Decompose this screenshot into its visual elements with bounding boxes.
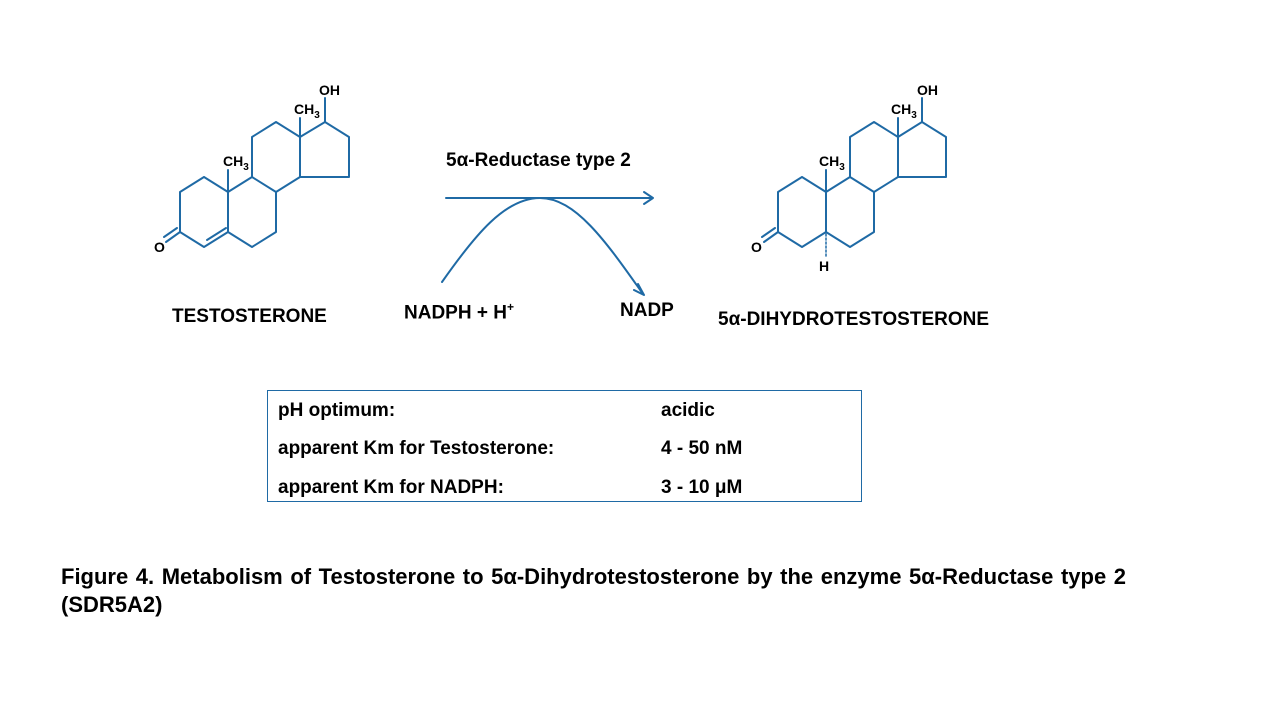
dht-h-label: H xyxy=(819,258,830,274)
property-value: 3 - 10 μM xyxy=(661,477,743,498)
property-row: apparent Km for Testosterone: 4 - 50 nM xyxy=(278,438,858,460)
ring-d xyxy=(897,121,947,178)
substrate-name: TESTOSTERONE xyxy=(172,306,327,327)
property-value: acidic xyxy=(661,400,715,421)
ring-a xyxy=(777,176,827,248)
ring-b xyxy=(825,176,875,248)
ring-b xyxy=(227,176,277,248)
property-label: apparent Km for NADPH: xyxy=(278,477,504,498)
ring-d xyxy=(299,121,350,178)
ketone-bond xyxy=(763,231,779,243)
cofactor-arc-head xyxy=(633,283,645,296)
enzyme-properties-box: pH optimum: acidic apparent Km for Testo… xyxy=(267,390,862,502)
cofactor-out-label: NADP xyxy=(620,300,674,321)
ketone-bond xyxy=(165,231,181,243)
testosterone-ch3-mid-label: CH3 xyxy=(223,153,249,173)
ketone-bond-2 xyxy=(163,227,178,238)
double-bond-c4-c5 xyxy=(206,227,227,241)
product-name: 5α-DIHYDROTESTOSTERONE xyxy=(718,309,990,330)
property-row: pH optimum: acidic xyxy=(278,400,858,422)
figure-caption: Figure 4. Metabolism of Testosterone to … xyxy=(61,564,1126,617)
dht-ch3-mid-label: CH3 xyxy=(819,153,845,173)
testosterone-ch3-top-label: CH3 xyxy=(294,101,320,121)
ring-c xyxy=(251,121,301,193)
testosterone-oh-label: OH xyxy=(319,82,340,98)
cofactor-arc xyxy=(441,197,644,295)
testosterone-o-label: O xyxy=(154,239,165,255)
dht-o-label: O xyxy=(751,239,762,255)
cofactor-in-label: NADPH + H+ xyxy=(404,300,514,324)
enzyme-label: 5α-Reductase type 2 xyxy=(446,150,631,171)
property-label: apparent Km for Testosterone: xyxy=(278,438,555,459)
property-value: 4 - 50 nM xyxy=(661,438,743,459)
dht-oh-label: OH xyxy=(917,82,938,98)
ketone-bond-2 xyxy=(761,227,776,238)
main-arrow-head xyxy=(643,191,654,205)
property-row: apparent Km for NADPH: 3 - 10 μM xyxy=(278,477,858,499)
property-label: pH optimum: xyxy=(278,400,396,421)
ring-c xyxy=(849,121,899,193)
dht-ch3-top-label: CH3 xyxy=(891,101,917,121)
